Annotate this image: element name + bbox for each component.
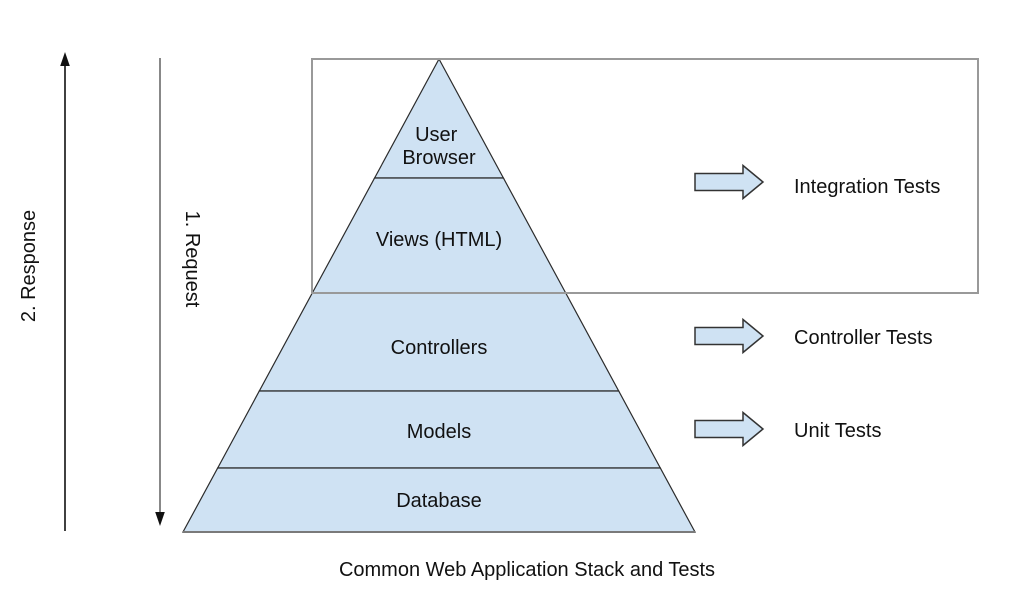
controller-tests-label: Controller Tests (794, 327, 933, 349)
integration-boundary-box (311, 58, 979, 294)
right-arrow-icon (694, 317, 765, 355)
stack-pyramid: User Browser Views (HTML) Controllers Mo… (181, 57, 697, 533)
up-arrowhead-icon (60, 52, 70, 66)
layer-label-database: Database (396, 490, 482, 512)
layer-label-user-browser: User Browser (402, 124, 476, 169)
request-label: 1. Request (181, 211, 203, 308)
unit-tests-label: Unit Tests (794, 420, 881, 442)
right-arrow-icon (694, 163, 765, 201)
layer-label-models: Models (407, 421, 471, 443)
unit-tests-row: Unit Tests (694, 410, 881, 448)
diagram-caption: Common Web Application Stack and Tests (339, 559, 715, 581)
controller-tests-row: Controller Tests (694, 317, 933, 355)
layer-label-controllers: Controllers (391, 337, 488, 359)
right-arrow-icon (694, 410, 765, 448)
down-arrowhead-icon (155, 512, 165, 526)
response-flow: 2. Response (18, 52, 70, 531)
request-flow: 1. Request (155, 58, 203, 526)
integration-tests-label: Integration Tests (794, 176, 940, 198)
integration-tests-row: Integration Tests (694, 163, 940, 201)
layer-label-views: Views (HTML) (376, 229, 502, 251)
response-label: 2. Response (18, 210, 40, 322)
